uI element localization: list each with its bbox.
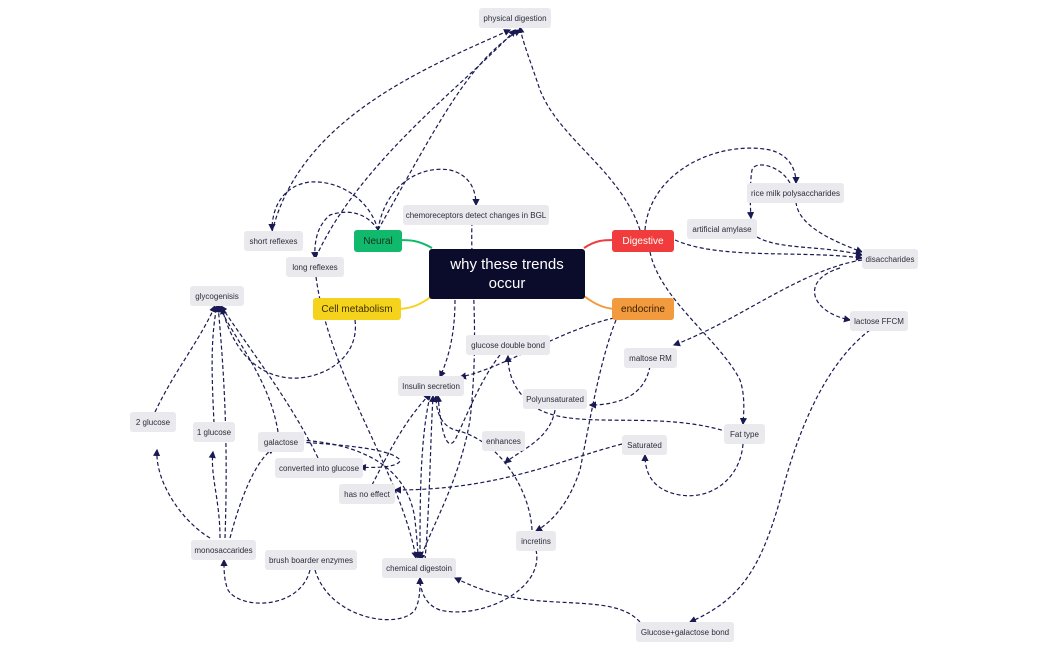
link-short-reflexes-physical-digestion (271, 29, 512, 233)
link-lactose-glucose-galactose (688, 329, 871, 623)
link-disaccharides-maltose (672, 259, 863, 347)
link-digestive-rice-milk (644, 147, 800, 231)
link-incretins-insulin (432, 394, 533, 531)
link-central-cell-metabolism (399, 295, 433, 310)
node-artificial-amylase[interactable]: artificial amylase (687, 219, 757, 239)
node-polyunsaturated[interactable]: Polyunsaturated (523, 389, 587, 409)
link-neural-chemoreceptors (377, 168, 480, 231)
node-glucose-galactose-bond[interactable]: Glucose+galactose bond (636, 622, 734, 642)
link-maltose-polyunsaturated (588, 365, 651, 409)
link-2glucose-glycogenisis (154, 304, 216, 413)
node-galactose[interactable]: galactose (258, 432, 304, 452)
link-brush-chemical (314, 569, 424, 621)
node-lactose-ffcm[interactable]: lactose FFCM (850, 311, 908, 331)
link-glucose-galactose-chemical (453, 577, 641, 623)
node-chemoreceptors[interactable]: chemoreceptors detect changes in BGL (403, 205, 549, 225)
link-artificial-amylase-disaccharides (756, 236, 864, 258)
link-long-reflexes-physical-digestion (315, 29, 516, 258)
link-fat-type-saturated (641, 443, 744, 497)
node-disaccharides[interactable]: disaccharides (862, 249, 918, 269)
link-digestive-physical-digestion (517, 25, 641, 231)
link-central-insulin (439, 299, 456, 379)
link-neural-physical-digestion (377, 29, 522, 231)
node-glycogenisis[interactable]: glycogenisis (190, 286, 244, 306)
link-galactose-glycogenisis (218, 304, 279, 433)
node-long-reflexes[interactable]: long reflexes (286, 257, 344, 277)
link-1glucose-glycogenisis (211, 304, 220, 424)
link-cell-metabolism-glycogenisis (219, 306, 356, 379)
node-maltose-rm[interactable]: maltose RM (624, 348, 677, 368)
link-insulin-has-no-effect (371, 393, 431, 486)
link-disaccharides-lactose (813, 267, 852, 323)
link-glucose-double-bond-insulin (434, 354, 501, 444)
link-converted-glycogenisis (220, 304, 319, 459)
node-incretins[interactable]: incretins (516, 531, 556, 551)
node-short-reflexes[interactable]: short reflexes (244, 231, 303, 251)
node-physical-digestion[interactable]: physical digestion (479, 8, 551, 28)
link-incretins-chemical (416, 549, 538, 613)
branch-cell-metabolism[interactable]: Cell metabolism (313, 298, 401, 320)
link-rice-milk-disaccharides (795, 201, 864, 254)
node-brush-boarder-enzymes[interactable]: brush boarder enzymes (265, 550, 357, 570)
branch-digestive[interactable]: Digestive (612, 230, 674, 252)
link-digestive-disaccharides (674, 239, 864, 261)
node-insulin-secretion[interactable]: Insulin secretion (398, 376, 464, 396)
node-glucose-double-bond[interactable]: glucose double bond (466, 335, 550, 355)
link-fat-type-glucose-double-bond (504, 354, 729, 433)
link-endocrine-incretins (534, 319, 617, 532)
branch-neural[interactable]: Neural (354, 230, 402, 252)
link-chemoreceptors-chemical (418, 221, 476, 562)
node-rice-milk-polysaccharides[interactable]: rice milk polysaccharides (747, 183, 844, 203)
link-central-neural (397, 239, 433, 249)
node-converted-into-glucose[interactable]: converted into glucose (275, 458, 363, 478)
link-saturated-has-no-effect (393, 443, 623, 494)
branch-endocrine[interactable]: endocrine (612, 298, 674, 320)
link-monosaccarides-glycogenisis (214, 304, 227, 539)
link-polyunsaturated-enhances (504, 409, 556, 464)
dashed-links (153, 25, 871, 623)
node-has-no-effect[interactable]: has no effect (339, 484, 395, 504)
node-monosaccarides[interactable]: monosaccarides (191, 540, 256, 560)
node-chemical-digestoin[interactable]: chemical digestoin (382, 558, 456, 578)
link-digestive-fat-type (649, 251, 748, 426)
link-brush-monosaccarides (220, 558, 311, 604)
link-neural-long-reflexes (311, 211, 379, 260)
link-central-digestive (583, 239, 615, 249)
link-monosaccarides-1glucose (208, 450, 221, 539)
node-2-glucose[interactable]: 2 glucose (130, 412, 176, 432)
node-enhances[interactable]: enhances (482, 431, 525, 451)
link-rice-milk-artificial-amylase (746, 164, 791, 220)
node-fat-type[interactable]: Fat type (724, 424, 765, 444)
link-monosaccarides-2glucose (153, 448, 211, 539)
central-topic[interactable]: why these trends occur (429, 249, 585, 299)
link-insulin-chemical (416, 395, 431, 560)
link-central-endocrine (583, 295, 615, 310)
link-galactose-converted (299, 441, 401, 472)
node-1-glucose[interactable]: 1 glucose (193, 422, 235, 442)
node-saturated[interactable]: Saturated (622, 435, 667, 455)
link-chemical-insulin (424, 394, 437, 561)
link-galactose-chemical (299, 439, 422, 560)
link-monosaccarides-galactose (229, 447, 276, 539)
